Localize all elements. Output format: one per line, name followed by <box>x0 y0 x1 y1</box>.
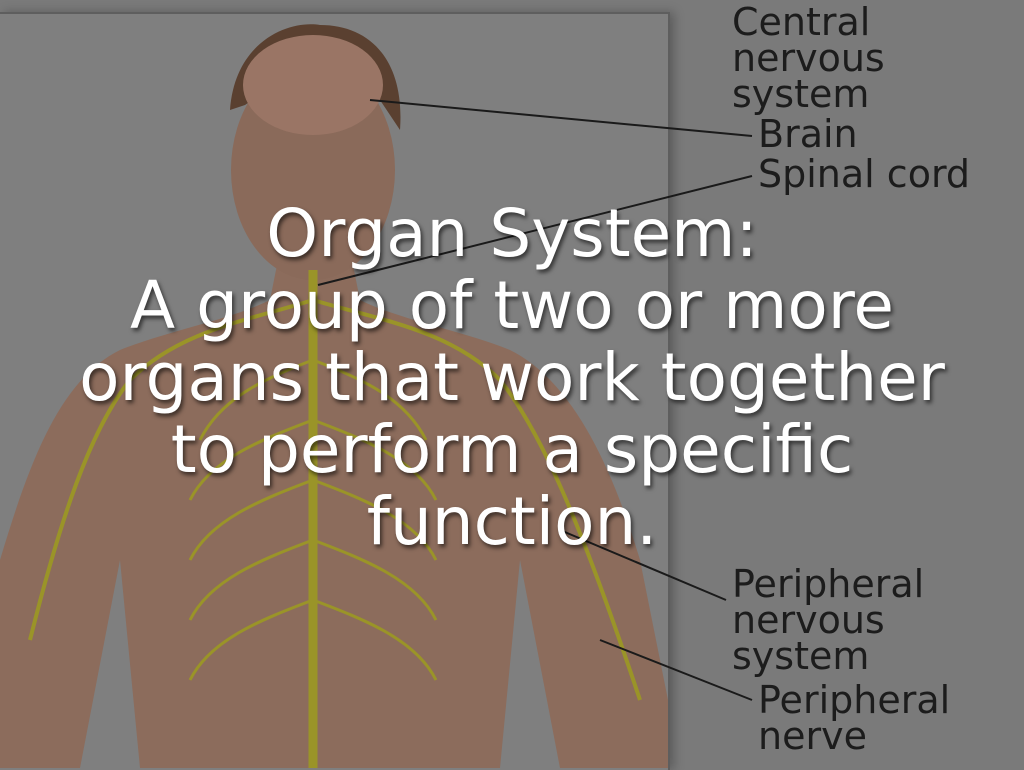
slide-title: Organ System: <box>266 195 758 272</box>
label-peripheral-nervous-system: Peripheral nervous system <box>732 562 925 678</box>
label-spinal-cord: Spinal cord <box>758 152 971 196</box>
leader-lines <box>317 99 753 701</box>
slide-body-line: organs that work together <box>79 339 945 416</box>
slide-body-line: to perform a specific <box>170 411 854 488</box>
label-peripheral-nerve: Peripheral nerve <box>758 678 951 758</box>
slide-body-line: A group of two or more <box>129 267 895 344</box>
brain <box>243 35 383 135</box>
slide-text: Organ System: A group of two or more org… <box>0 198 1024 558</box>
nerves <box>28 270 642 768</box>
label-central-nervous-system: Central nervous system <box>732 0 885 116</box>
label-brain: Brain <box>758 112 858 156</box>
slide-body-line: function. <box>366 483 658 560</box>
